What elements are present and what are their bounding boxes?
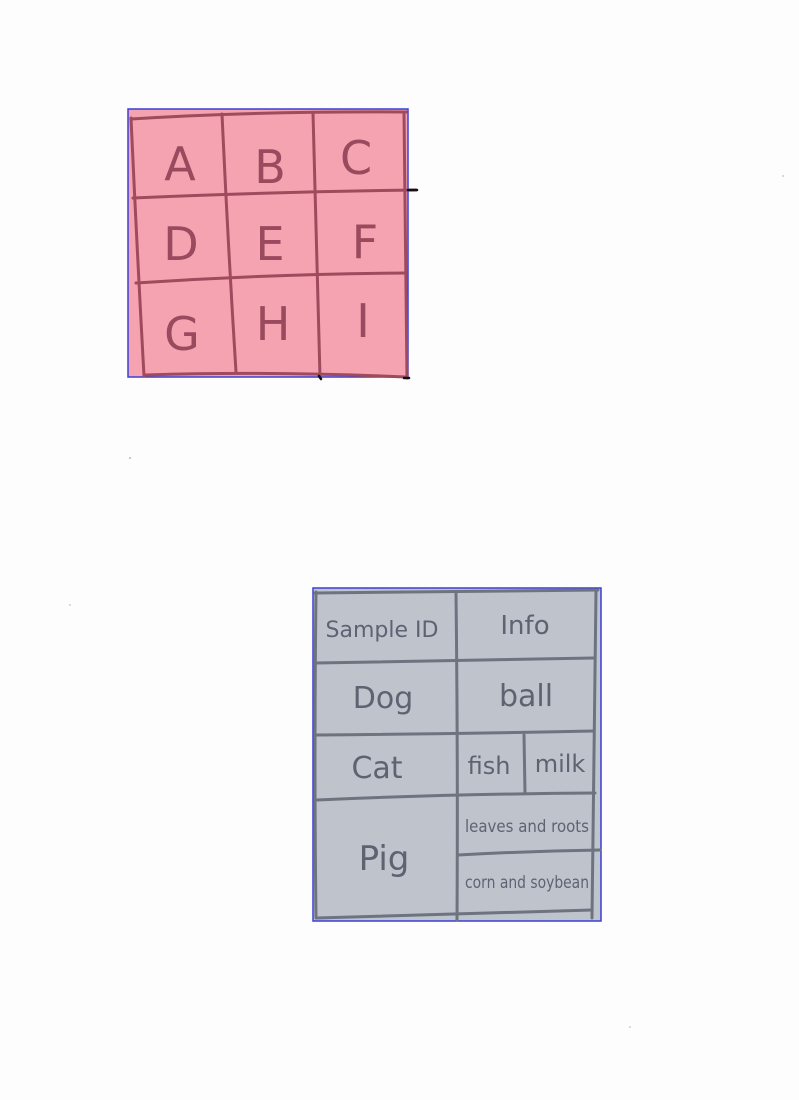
paper-specks bbox=[69, 175, 784, 1028]
row-pig-name: Pig bbox=[359, 839, 410, 879]
grid-cell-d: D bbox=[163, 217, 198, 271]
letter-grid: A B C D E F G H I bbox=[127, 108, 419, 381]
grid-cell-g: G bbox=[164, 307, 200, 361]
grid-cell-i: I bbox=[356, 294, 370, 348]
row-dog-info: ball bbox=[499, 679, 553, 714]
row-dog-name: Dog bbox=[353, 681, 414, 716]
letter-grid-ink-marks bbox=[317, 188, 419, 381]
grid-cell-c: C bbox=[340, 131, 372, 185]
grid-cell-f: F bbox=[352, 215, 378, 269]
row-pig-info-corn: corn and soybean bbox=[465, 873, 589, 893]
sample-table: Sample ID Info Dog ball Cat fish milk Pi… bbox=[312, 587, 602, 922]
grid-cell-b: B bbox=[254, 140, 286, 194]
row-cat-info-milk: milk bbox=[535, 750, 586, 778]
letter-grid-background bbox=[127, 108, 409, 378]
sample-table-lines bbox=[313, 588, 602, 922]
row-pig-info-leaves: leaves and roots bbox=[465, 817, 589, 837]
grid-cell-h: H bbox=[256, 297, 291, 351]
header-sample-id: Sample ID bbox=[326, 618, 439, 643]
grid-cell-a: A bbox=[164, 137, 196, 191]
grid-cell-e: E bbox=[255, 217, 284, 271]
header-info: Info bbox=[500, 611, 549, 641]
row-cat-name: Cat bbox=[351, 751, 402, 786]
letter-grid-lines bbox=[129, 110, 418, 380]
row-cat-info-fish: fish bbox=[468, 752, 511, 780]
